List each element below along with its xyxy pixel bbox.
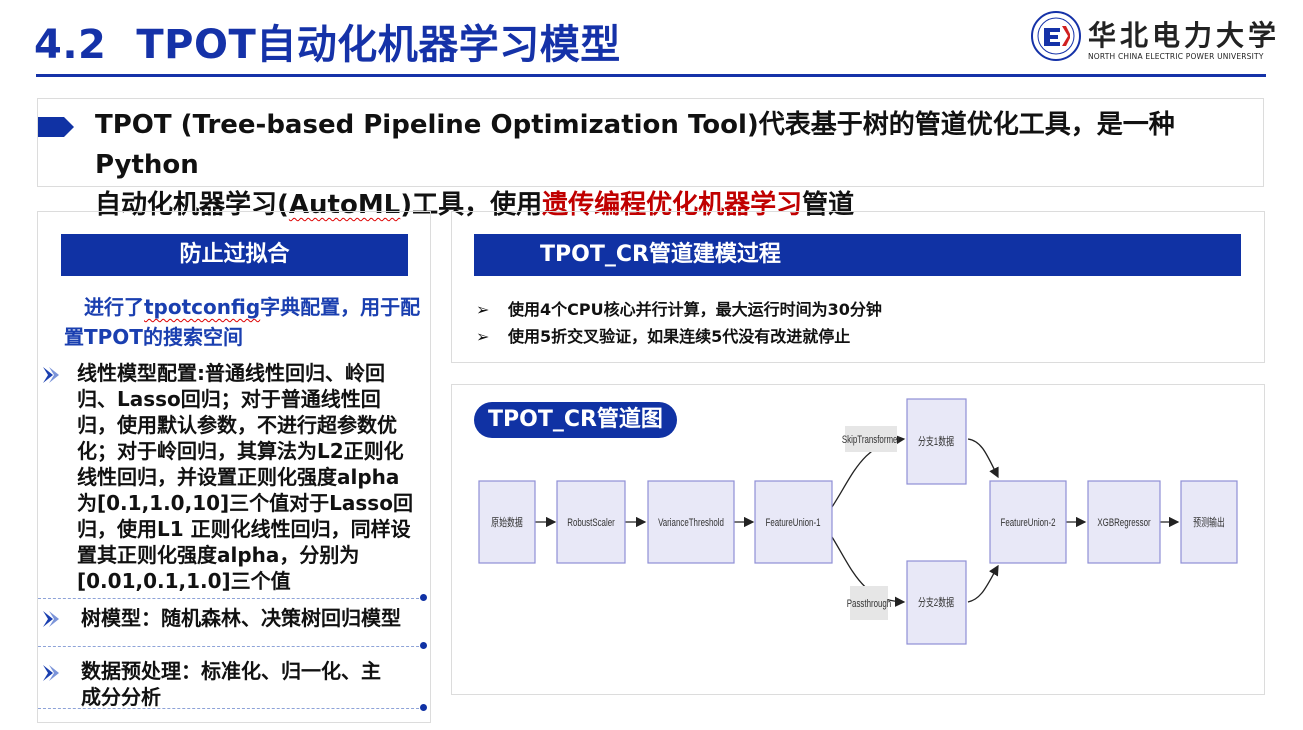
linear-model-bullet: 线性模型配置:普通线性回归、岭回归、Lasso回归；对于普通线性回归，使用默认参… <box>77 361 413 593</box>
intro-line-1: TPOT (Tree-based Pipeline Optimization T… <box>95 110 1175 180</box>
modeling-process-panel: TPOT_CR管道建模过程 ➢ 使用4个CPU核心并行计算，最大运行时间为30分钟… <box>451 211 1265 363</box>
node-robust-scaler <box>556 480 626 564</box>
node-raw-label: 原始数据 <box>491 516 523 530</box>
divider-dot <box>420 594 427 601</box>
intro-text: TPOT (Tree-based Pipeline Optimization T… <box>95 105 1255 225</box>
config-intro-part: 字典配置，用于配置TPOT的搜索空间 <box>64 295 421 349</box>
divider-dot <box>420 704 427 711</box>
pipeline-diagram-panel: TPOT_CR管道图 SkipTransformer Passthrough <box>451 384 1265 695</box>
overfitting-panel: 防止过拟合 进行了tpotconfig字典配置，用于配置TPOT的搜索空间 线性… <box>37 211 431 723</box>
section-title: TPOT自动化机器学习模型 <box>136 22 621 68</box>
process-item-text: 使用4个CPU核心并行计算，最大运行时间为30分钟 <box>508 300 882 319</box>
chevron-right-icon <box>43 611 59 627</box>
intro-line-2-part: 管道 <box>802 190 855 220</box>
university-emblem-icon <box>1031 11 1081 61</box>
pipeline-diagram: SkipTransformer Passthrough 原始数据 RobustS… <box>478 398 1238 645</box>
university-logo: 华北电力大学 NORTH CHINA ELECTRIC POWER UNIVER… <box>1030 10 1276 66</box>
node-branch-1 <box>906 398 967 485</box>
config-intro: 进行了tpotconfig字典配置，用于配置TPOT的搜索空间 <box>64 292 429 352</box>
node-fu1-label: FeatureUnion-1 <box>765 517 820 530</box>
header-divider <box>36 74 1266 77</box>
tree-model-bullet: 树模型：随机森林、决策树回归模型 <box>81 606 401 630</box>
svg-text:Passthrough: Passthrough <box>847 598 891 611</box>
dashed-divider <box>38 646 424 647</box>
chevron-right-icon <box>43 367 59 383</box>
node-branch1-label: 分支1数据 <box>918 435 954 449</box>
process-item-text: 使用5折交叉验证，如果连续5代没有改进就停止 <box>508 327 851 346</box>
node-feature-union-1 <box>754 480 833 564</box>
panel-header: TPOT_CR管道建模过程 <box>474 234 1241 276</box>
node-variance-threshold <box>647 480 735 564</box>
university-name-en: NORTH CHINA ELECTRIC POWER UNIVERSITY <box>1088 52 1264 61</box>
edge-label-pass: Passthrough <box>847 586 891 620</box>
node-xgb-regressor <box>1087 480 1161 564</box>
dashed-divider <box>38 708 424 709</box>
node-out-label: 预测输出 <box>1193 516 1225 530</box>
tpotconfig-term: tpotconfig <box>144 295 261 319</box>
chevron-right-icon <box>43 665 59 681</box>
diagram-title: TPOT_CR管道图 <box>474 402 677 438</box>
svg-text:SkipTransformer: SkipTransformer <box>842 434 901 447</box>
intro-line-2-part: 自动化机器学习( <box>95 190 289 220</box>
intro-line-2-part: )工具，使用 <box>400 190 543 220</box>
intro-highlight: 遗传编程优化机器学习 <box>542 190 803 220</box>
config-intro-part: 进行了 <box>84 295 144 319</box>
node-xgb-label: XGBRegressor <box>1097 517 1151 530</box>
node-robust-label: RobustScaler <box>567 517 615 530</box>
node-variance-label: VarianceThreshold <box>658 517 724 530</box>
arrow-bullet-icon: ➢ <box>476 327 490 346</box>
preprocessing-bullet: 数据预处理：标准化、归一化、主成分分析 <box>81 659 381 709</box>
node-prediction-output <box>1180 480 1238 564</box>
arrow-bullet-icon: ➢ <box>476 300 490 319</box>
process-item: ➢ 使用4个CPU核心并行计算，最大运行时间为30分钟 <box>476 296 882 320</box>
panel-header: 防止过拟合 <box>61 234 408 276</box>
section-number: 4.2 <box>34 22 107 68</box>
dashed-divider <box>38 598 424 599</box>
divider-dot <box>420 642 427 649</box>
automl-term: AutoML <box>288 190 401 220</box>
intro-box: TPOT (Tree-based Pipeline Optimization T… <box>37 98 1264 220</box>
node-branch2-label: 分支2数据 <box>918 596 954 610</box>
node-feature-union-2 <box>989 480 1067 564</box>
node-raw-data <box>478 480 536 564</box>
node-branch-2 <box>906 560 967 645</box>
node-fu2-label: FeatureUnion-2 <box>1000 517 1055 530</box>
edge-label-skip: SkipTransformer <box>842 426 901 452</box>
process-item: ➢ 使用5折交叉验证，如果连续5代没有改进就停止 <box>476 323 850 347</box>
slide-title: 4.2 TPOT自动化机器学习模型 <box>34 12 621 70</box>
panel-header-text: TPOT_CR管道建模过程 <box>540 242 781 267</box>
pentagon-arrow-icon <box>38 117 74 137</box>
university-name-cn: 华北电力大学 <box>1088 19 1281 52</box>
